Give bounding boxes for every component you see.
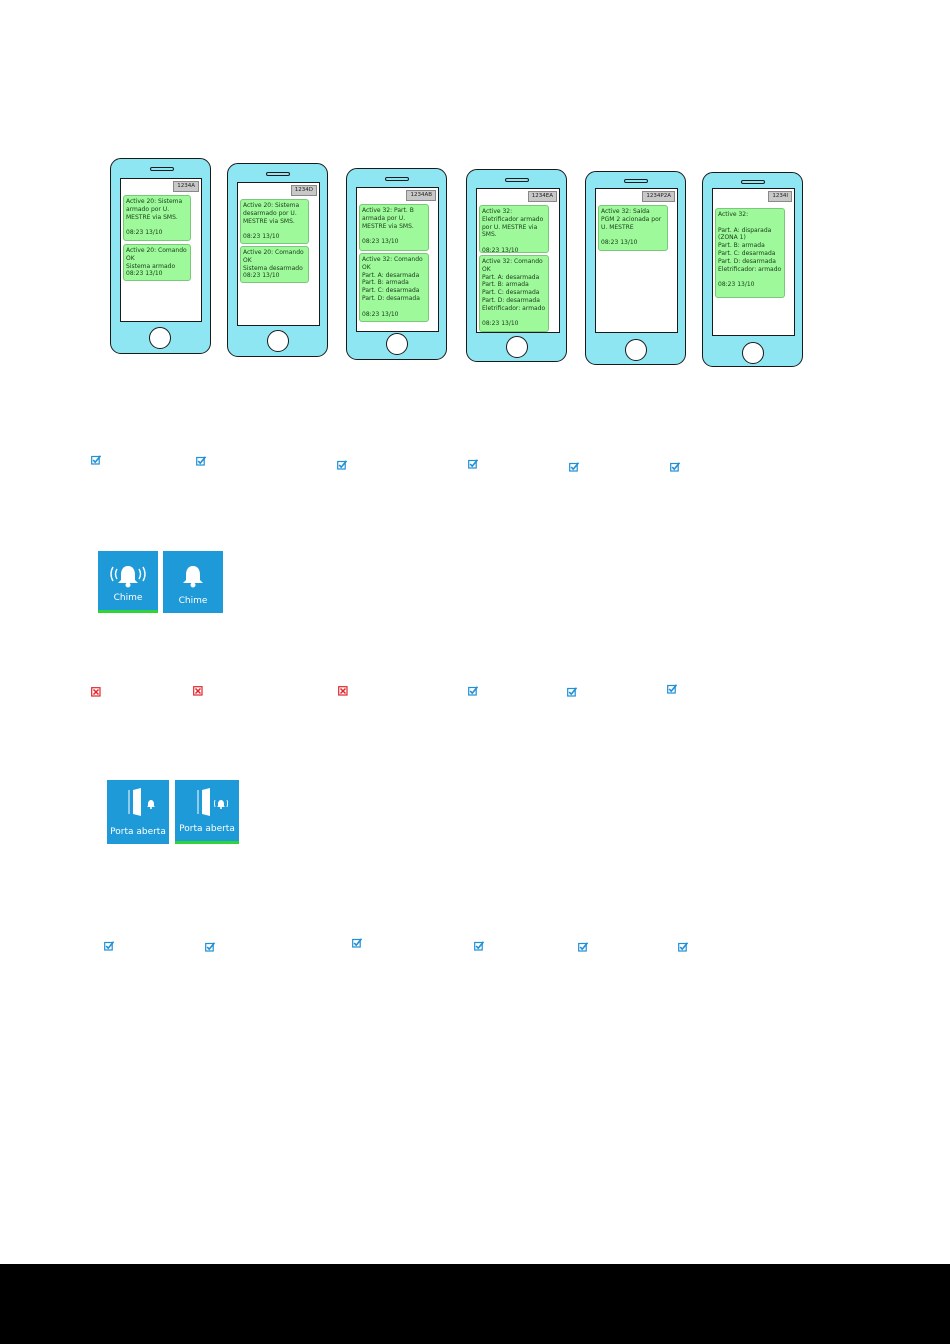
- bell-ringing-icon: [110, 566, 146, 588]
- check-icon: [678, 937, 689, 952]
- sms-message: Active 32: Comando OK Part. A: desarmada…: [479, 255, 549, 332]
- chime-tile[interactable]: Chime: [98, 551, 158, 613]
- tile-label: Chime: [178, 596, 208, 606]
- check-icon: [352, 933, 363, 948]
- phone-screen: 1234A Active 20: Sistema armado por U. M…: [120, 178, 202, 322]
- door-bell-icon: [128, 788, 155, 816]
- home-button: [742, 342, 764, 364]
- sms-message: Active 32: Part. B armada por U. MESTRE …: [359, 204, 429, 251]
- check-icon: [567, 682, 578, 697]
- phone-speaker: [266, 172, 290, 176]
- chime-tile[interactable]: Chime: [163, 551, 223, 613]
- phone-speaker: [741, 180, 765, 184]
- cross-icon: [193, 681, 203, 696]
- sms-number: 1234A: [173, 181, 199, 192]
- check-icon: [670, 457, 681, 472]
- phone-mockup: 1234D Active 20: Sistema desarmado por U…: [227, 163, 328, 357]
- home-button: [506, 336, 528, 358]
- sms-number: 1234I: [768, 191, 792, 202]
- sms-message: Active 32: Eletrificador armado por U. M…: [479, 205, 549, 254]
- check-icon: [104, 936, 115, 951]
- sms-number: 1234D: [290, 185, 317, 196]
- phone-mockup: 1234A Active 20: Sistema armado por U. M…: [110, 158, 211, 354]
- door-tile[interactable]: Porta aberta: [107, 780, 169, 844]
- check-icon: [91, 450, 102, 465]
- check-icon: [468, 681, 479, 696]
- sms-message: Active 20: Comando OK Sistema armado 08:…: [123, 244, 191, 281]
- footer-bar: [0, 1264, 950, 1344]
- tile-label: Porta aberta: [110, 827, 166, 837]
- home-button: [267, 330, 289, 352]
- phone-mockup: 1234P2A Active 32: Saída PGM 2 acionada …: [585, 171, 686, 365]
- phone-mockup: 1234EA Active 32: Eletrificador armado p…: [466, 169, 567, 362]
- sms-message: Active 32: Part. A: disparada (ZONA 1) P…: [715, 208, 785, 298]
- phone-speaker: [385, 177, 409, 181]
- sms-number: 1234AB: [406, 190, 436, 201]
- cross-icon: [91, 682, 101, 697]
- door-tile[interactable]: Porta aberta: [175, 780, 239, 844]
- phone-speaker: [505, 178, 529, 182]
- phone-speaker: [150, 167, 174, 171]
- phone-screen: 1234P2A Active 32: Saída PGM 2 acionada …: [595, 188, 678, 333]
- check-icon: [205, 937, 216, 952]
- phone-screen: 1234EA Active 32: Eletrificador armado p…: [476, 188, 560, 333]
- tile-label: Porta aberta: [179, 824, 235, 834]
- sms-number: 1234EA: [527, 191, 557, 202]
- check-icon: [337, 455, 348, 470]
- phone-screen: 1234I Active 32: Part. A: disparada (ZON…: [712, 188, 795, 336]
- check-icon: [474, 936, 485, 951]
- sms-message: Active 32: Saída PGM 2 acionada por U. M…: [598, 205, 668, 251]
- check-icon: [196, 451, 207, 466]
- phone-speaker: [624, 179, 648, 183]
- home-button: [149, 327, 171, 349]
- phone-mockup: 1234AB Active 32: Part. B armada por U. …: [346, 168, 447, 360]
- check-icon: [578, 937, 589, 952]
- tile-label: Chime: [113, 593, 143, 603]
- phone-mockup: 1234I Active 32: Part. A: disparada (ZON…: [702, 172, 803, 367]
- check-icon: [468, 454, 479, 469]
- check-icon: [667, 679, 678, 694]
- cross-icon: [338, 681, 348, 696]
- sms-message: Active 20: Sistema desarmado por U. MEST…: [240, 199, 309, 244]
- phone-screen: 1234D Active 20: Sistema desarmado por U…: [237, 182, 320, 326]
- check-icon: [569, 457, 580, 472]
- bell-icon: [183, 566, 203, 588]
- sms-message: Active 32: Comando OK Part. A: desarmada…: [359, 253, 429, 322]
- sms-message: Active 20: Sistema armado por U. MESTRE …: [123, 195, 191, 241]
- sms-message: Active 20: Comando OK Sistema desarmado …: [240, 246, 309, 283]
- sms-number: 1234P2A: [642, 191, 675, 202]
- phone-screen: 1234AB Active 32: Part. B armada por U. …: [356, 187, 439, 332]
- home-button: [625, 339, 647, 361]
- home-button: [386, 333, 408, 355]
- door-bell-ringing-icon: [197, 788, 228, 816]
